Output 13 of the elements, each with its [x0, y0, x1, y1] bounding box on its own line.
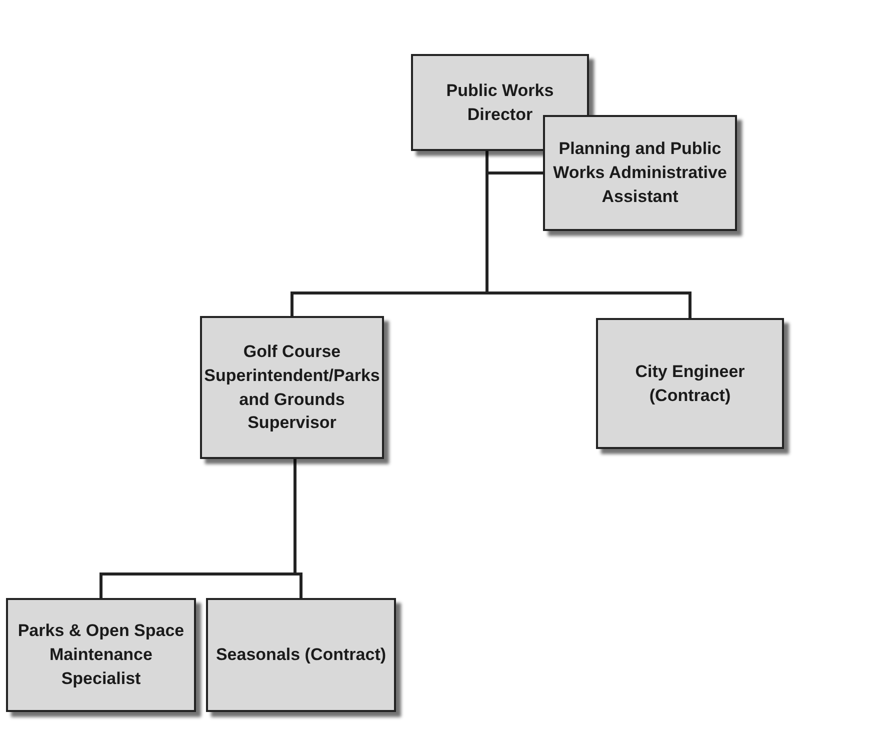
position-box — [206, 598, 396, 712]
position-box — [6, 598, 196, 712]
position-title: Golf Course Superintendent/Parks and Grounds Supervisor — [204, 340, 380, 434]
connector-line — [486, 151, 692, 318]
position-title: Parks & Open Space Maintenance Specialist — [16, 620, 186, 690]
position-box — [543, 115, 737, 231]
position-box — [200, 316, 384, 459]
connector-line — [294, 459, 302, 598]
position-title: City Engineer (Contract) — [634, 360, 746, 406]
position-title: Planning and Public Works Administrative Assistant — [552, 138, 728, 208]
position-title: Public Works Director — [445, 80, 555, 126]
position-title: Seasonals (Contract) — [216, 644, 386, 666]
position-box — [596, 318, 784, 449]
